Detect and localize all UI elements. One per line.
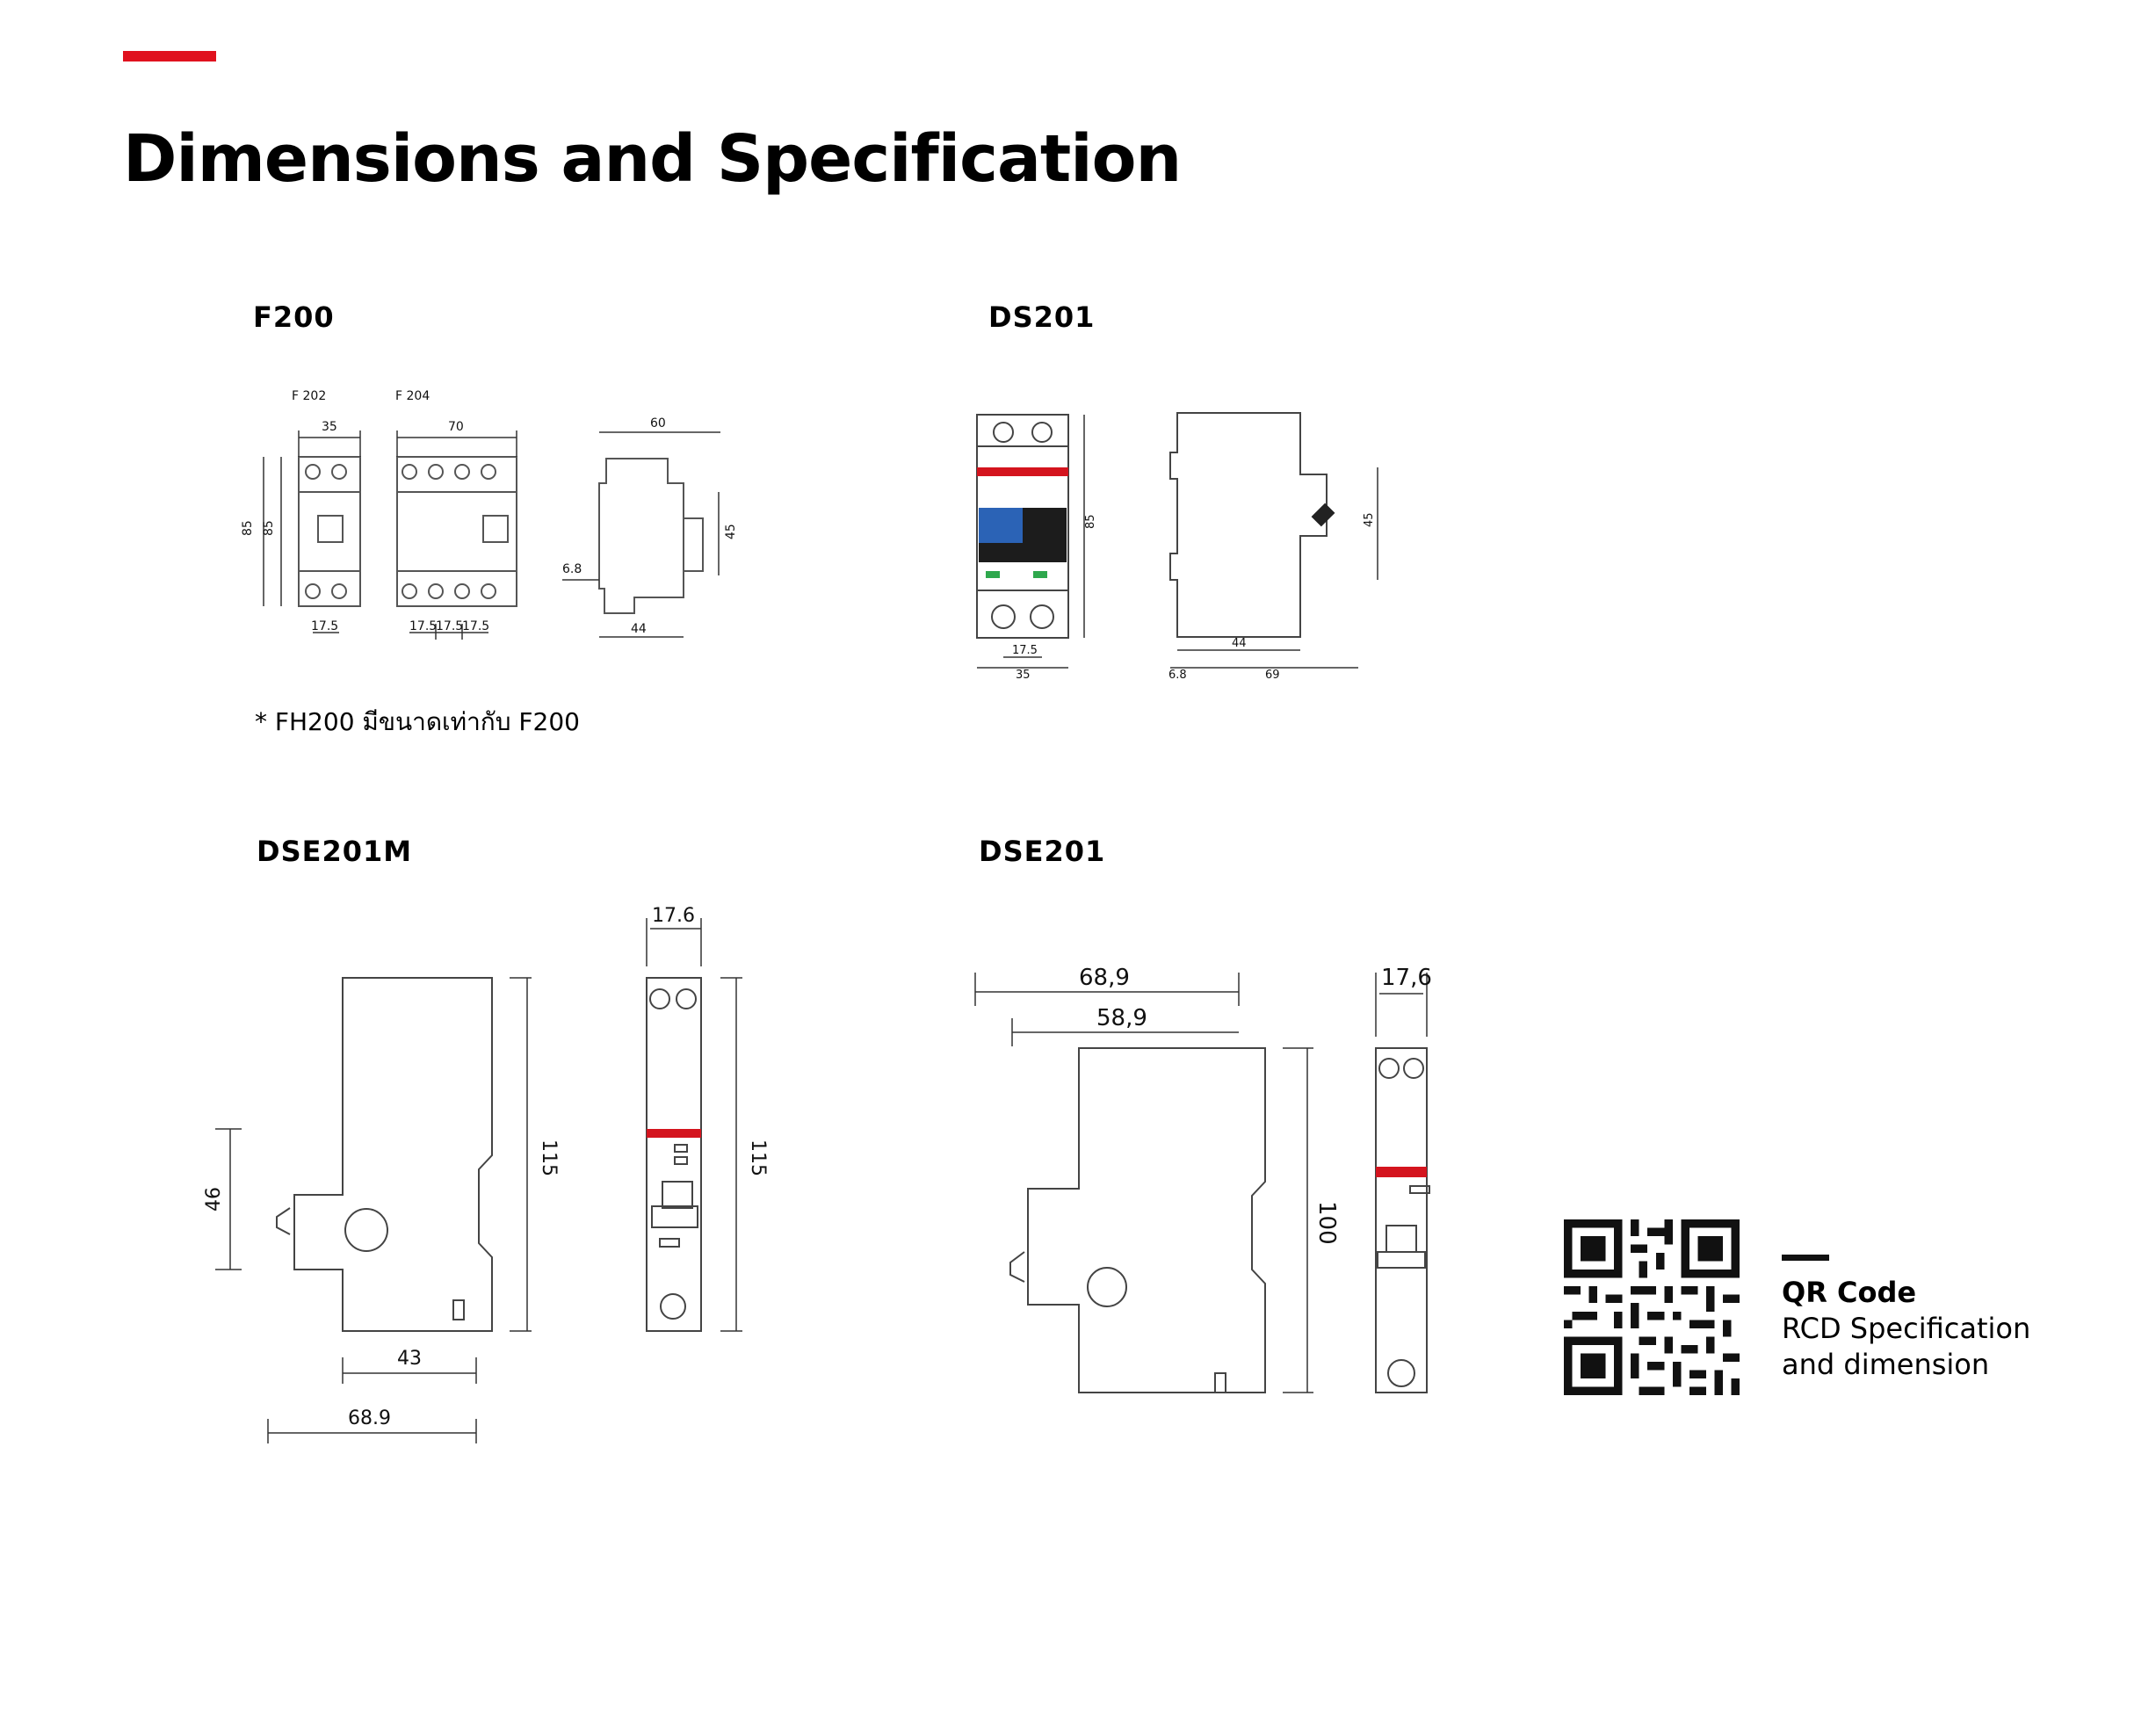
f204-label: F 204 [395, 389, 430, 403]
dse201m-dim-68-9: 68.9 [348, 1407, 391, 1429]
pitch-17-5-b: 17.5 [409, 619, 437, 633]
dse201m-dim-17-6: 17.6 [652, 905, 695, 927]
section-label-dse201m: DSE201M [257, 835, 413, 868]
dse201-dim-100: 100 [1313, 1201, 1340, 1245]
dse201-dim-58-9: 58,9 [1096, 1005, 1147, 1031]
ds201-dim-35: 35 [1016, 669, 1031, 682]
pitch-17-5-c: 17.5 [436, 619, 463, 633]
ds201-dim-45: 45 [1363, 512, 1376, 527]
page-title: Dimensions and Specification [123, 121, 1182, 197]
dim-6-8: 6.8 [562, 562, 582, 576]
dim-60: 60 [650, 416, 666, 430]
ds201-dim-85: 85 [1084, 514, 1097, 529]
qr-title: QR Code [1782, 1276, 1917, 1309]
f200-note: * FH200 มีขนาดเท่ากับ F200 [255, 707, 580, 736]
qr-accent-rule [1782, 1255, 1829, 1261]
dim-45: 45 [724, 524, 738, 539]
qr-code-icon[interactable] [1564, 1219, 1740, 1395]
dim-70: 70 [448, 420, 464, 434]
ds201-dim-17-5: 17.5 [1012, 644, 1038, 657]
f202-label: F 202 [292, 389, 326, 403]
pitch-17-5-d: 17.5 [462, 619, 489, 633]
f200-dimension-drawing: F 202 F 204 35 70 85 85 17.5 17.5 17.5 1… [241, 389, 738, 640]
dse201-dim-17-6: 17,6 [1381, 965, 1432, 991]
qr-subtitle-line-2: and dimension [1782, 1348, 1990, 1381]
accent-bar [123, 51, 216, 61]
ds201-dim-44: 44 [1232, 637, 1247, 650]
ds201-dim-6-8: 6.8 [1168, 669, 1187, 682]
dse201m-red-stripe [647, 1129, 701, 1138]
dse201-red-stripe [1376, 1167, 1427, 1177]
dse201-dim-68-9: 68,9 [1079, 965, 1130, 991]
dse201m-dimension-drawing: 17.6 115 115 46 43 68.9 [203, 905, 769, 1443]
dim-85-inner: 85 [262, 520, 276, 536]
dim-44: 44 [631, 622, 647, 636]
dse201m-dim-46: 46 [203, 1187, 225, 1212]
dse201m-dim-115-front: 115 [747, 1139, 769, 1176]
dse201m-dim-43: 43 [397, 1348, 422, 1370]
qr-subtitle: RCD Specification and dimension [1782, 1311, 2116, 1383]
pitch-17-5-a: 17.5 [311, 619, 338, 633]
dse201-dimension-drawing: 68,9 58,9 17,6 100 [974, 965, 1432, 1393]
dim-35: 35 [322, 420, 337, 434]
section-label-f200: F200 [253, 300, 335, 334]
ds201-red-stripe [977, 467, 1068, 476]
ds201-dim-69: 69 [1265, 669, 1280, 682]
ds201-dimension-drawing: 85 17.5 35 45 44 6.8 69 [976, 412, 1378, 682]
dim-85-outer: 85 [241, 520, 255, 536]
section-label-dse201: DSE201 [979, 835, 1106, 868]
section-label-ds201: DS201 [988, 300, 1096, 334]
dse201m-dim-115-side: 115 [538, 1139, 560, 1176]
qr-subtitle-line-1: RCD Specification [1782, 1312, 2031, 1345]
